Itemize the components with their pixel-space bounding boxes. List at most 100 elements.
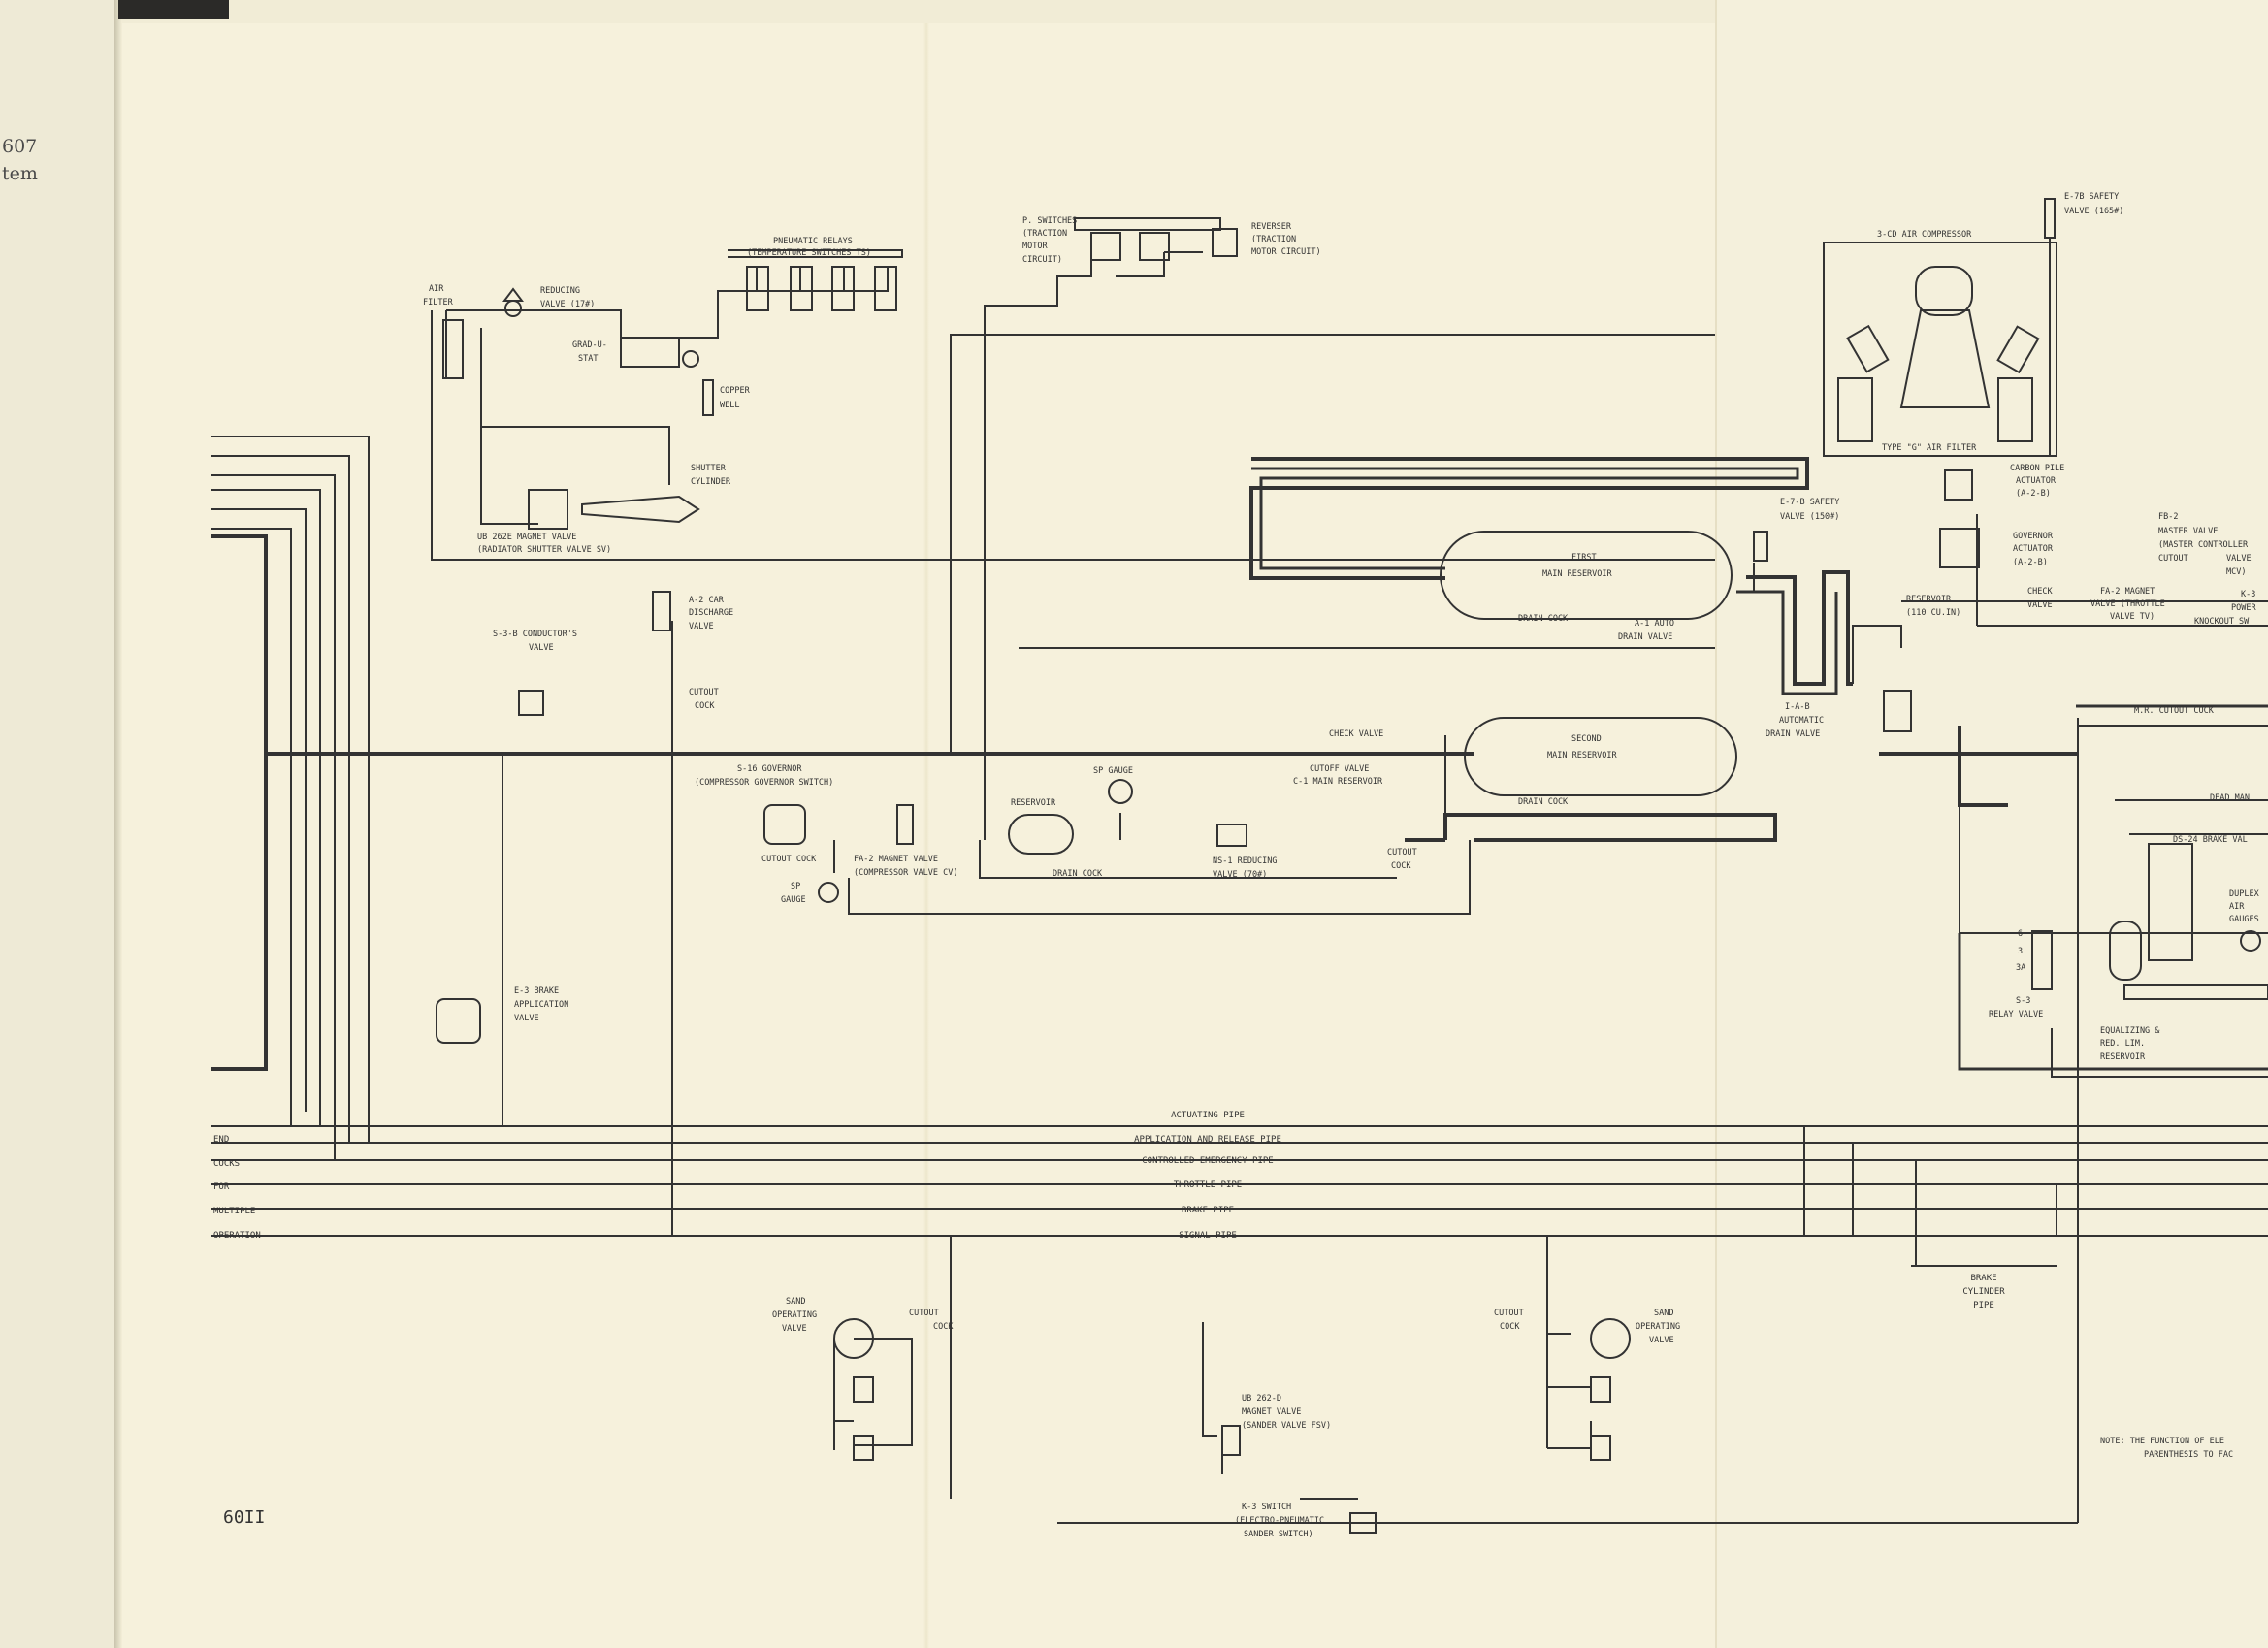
throttle-pipe-label: THROTTLE PIPE [1174,1180,1242,1190]
duplex-gauge [2240,930,2261,952]
label-fb2-6: MCV) [2226,567,2246,577]
label-shutter-2: CYLINDER [691,477,731,487]
label-ub262d-3: (SANDER VALVE FSV) [1242,1421,1331,1431]
label-mr-cutout: M.R. CUTOUT COCK [2134,706,2215,716]
label-a2-car-1: A-2 CAR [689,596,725,605]
label-e3-2: APPLICATION [514,1000,568,1010]
label-check-valve-r-1: CHECK [2027,587,2053,597]
label-sand-right-2: OPERATING [1636,1322,1680,1332]
label-sand-left-2: OPERATING [772,1310,817,1320]
label-fa2-throttle-2: VALVE (THROTTLE [2090,599,2165,609]
label-reverser-3: MOTOR CIRCUIT) [1251,247,1321,257]
label-duplex-3: GAUGES [2229,915,2259,924]
left-pipe-bundle [211,436,370,1160]
label-ub262d-2: MAGNET VALVE [1242,1407,1301,1417]
fold-shadow [114,0,122,1648]
label-copper-1: COPPER [720,386,751,396]
air-compressor-housing [1823,242,2057,457]
left-label-cocks: COCKS [213,1159,240,1169]
label-air-filter-1: AIR [429,284,444,294]
label-sand-right-1: SAND [1654,1309,1673,1318]
label-check-valve-line: CHECK VALVE [1329,729,1383,739]
first-main-reservoir [1440,531,1733,620]
previous-page-edge: 607 tem [0,0,118,1648]
label-k3-power-2: POWER [2231,603,2256,613]
sand-operating-valve-left [833,1318,874,1359]
app-release-pipe-label: APPLICATION AND RELEASE PIPE [1134,1135,1281,1145]
second-main-reservoir [1464,717,1737,796]
label-s16-2: (COMPRESSOR GOVERNOR SWITCH) [695,778,833,788]
label-reservoir: RESERVOIR [1011,798,1056,808]
label-check-valve-r-2: VALVE [2027,600,2053,610]
page-number: 60II [223,1507,265,1528]
ns1-reducing-valve [1216,824,1247,847]
label-fa2-throttle-3: VALVE TV) [2110,612,2155,622]
label-second-res-2: MAIN RESERVOIR [1547,751,1618,760]
label-ub262d-1: UB 262-D [1242,1394,1281,1404]
label-ds24: DS-24 BRAKE VAL [2173,835,2248,845]
label-carbon-pile-3: (A-2-B) [2016,489,2051,499]
label-sp-gauge: SP GAUGE [1093,766,1133,776]
left-label-operation: OPERATION [213,1231,261,1241]
label-fb2-2: MASTER VALVE [2158,527,2218,536]
pipe-runs [211,251,2268,1524]
compressor-body [1899,309,1991,408]
label-iab-3: DRAIN VALVE [1766,729,1820,739]
s16-governor [763,804,806,845]
label-governor-actuator-1: GOVERNOR [2013,532,2054,541]
right-fold-panel [1715,0,2268,1648]
fa2-magnet-valve [896,804,914,845]
label-e7b150-2: VALVE (150#) [1780,512,1839,522]
label-s16-1: S-16 GOVERNOR [737,764,802,774]
label-duplex-1: DUPLEX [2229,889,2260,899]
equipment [436,198,2268,1534]
left-label-end: END [213,1135,229,1145]
label-type-g-filter: TYPE "G" AIR FILTER [1882,443,1977,453]
label-sp-gauge-left-1: SP [791,882,800,891]
label-p-switches-1: P. SWITCHES [1022,216,1077,226]
label-ub262e-2: (RADIATOR SHUTTER VALVE SV) [477,545,611,555]
e7b-safety-valve [2044,198,2056,239]
label-s38-2: VALVE [529,643,554,653]
signal-pipe-label: SIGNAL PIPE [1179,1231,1237,1241]
label-k3-switch-3: SANDER SWITCH) [1244,1530,1313,1539]
label-fb2-1: FB-2 [2158,512,2178,522]
label-grad-u-stat-1: GRAD-U- [572,340,607,350]
label-second-res-1: SECOND [1571,734,1602,744]
label-drain-cock-3: DRAIN COCK [1053,869,1103,879]
label-cutout-cock-r-2: COCK [1391,861,1411,871]
ub262d-magnet-valve [1221,1425,1241,1456]
e3-brake-application-valve [436,998,481,1044]
label-e3-3: VALVE [514,1014,539,1023]
edge-text-line1: 607 [2,136,38,157]
label-cutout-right-1: CUTOUT [1494,1309,1524,1318]
shutter-cylinder [581,495,700,524]
label-k3-power-3: KNOCKOUT SW [2194,617,2250,627]
sp-gauge-left [818,882,839,903]
label-carbon-pile-1: CARBON PILE [2010,464,2064,473]
label-a1-auto-2: DRAIN VALVE [1618,632,1672,642]
label-iab-2: AUTOMATIC [1779,716,1824,726]
label-ns1-1: NS-1 REDUCING [1213,856,1278,866]
label-sp-gauge-left-2: GAUGE [781,895,806,905]
label-a2-car-2: DISCHARGE [689,608,733,618]
label-cutoff-1: CUTOFF VALVE [1310,764,1369,774]
label-carbon-pile-2: ACTUATOR [2016,476,2057,486]
brake-cylinder-label-1: BRAKE [1970,1274,1996,1283]
label-duplex-2: AIR [2229,902,2245,912]
label-relay-port-3a: 3A [2016,963,2025,973]
label-fa2-throttle-1: FA-2 MAGNET [2100,587,2155,597]
automatic-drain-valve [1883,690,1912,732]
label-cutout-cock-2: COCK [695,701,715,711]
brake-cylinder-label-3: PIPE [1973,1301,1994,1310]
e7b-safety-valve-150 [1753,531,1768,562]
s3-relay-valve [2031,930,2053,990]
grad-u-stat [620,337,680,368]
label-cutout-right-2: COCK [1500,1322,1520,1332]
label-reducing-1: REDUCING [540,286,580,296]
label-reservoir-110-1: RESERVOIR [1906,595,1952,604]
label-equalizing-2: RED. LIM. [2100,1039,2145,1049]
label-relay-port-3: 3 [2018,947,2023,956]
